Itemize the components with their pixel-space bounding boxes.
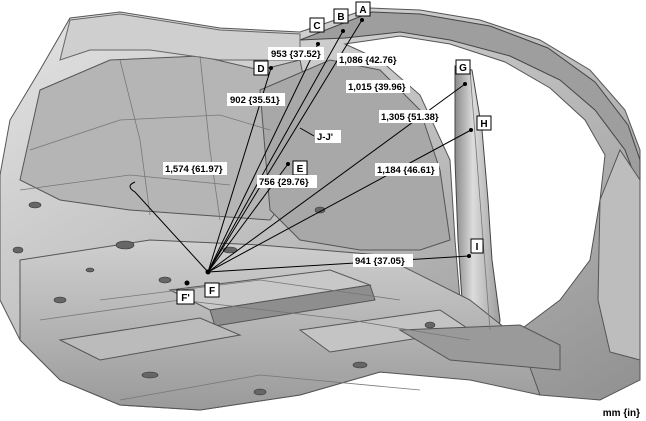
dim-FI-label: 941 {37.05} [355,256,405,267]
line-F-C [207,43,319,273]
label-D: D [253,60,269,76]
line-F-B [207,30,344,273]
label-F-text: F [209,286,215,297]
label-F-prime-text: F' [181,293,190,304]
label-H: H [476,115,492,131]
dim-FC-label: 953 {37.52} [271,49,321,60]
point-F-prime-marker [184,280,190,286]
body-holes [12,201,436,396]
dash-panel [259,59,451,251]
section-leader [299,127,315,137]
point-F-marker [205,269,211,275]
dim-FD-label: 902 {35.51} [230,95,280,106]
dim-FJ-label: 1,574 {61.97} [165,164,223,175]
label-C-text: C [313,21,320,32]
dimension-labels: 953 {37.52} 1,086 {42.76} 1,015 {39.96} … [163,47,443,267]
point-markers [184,18,473,286]
dimension-lines [129,19,472,273]
label-D-text: D [257,64,264,75]
point-labels: A B C D E F F' G [176,1,492,305]
label-G-text: G [459,63,467,74]
label-G: G [455,59,471,75]
panel-lines [19,55,491,401]
label-H-text: H [480,119,487,130]
point-G-marker [463,82,467,86]
label-I: I [470,238,484,254]
dim-FH-label: 1,184 {46.61} [377,165,435,176]
dim-FA-label: 1,015 {39.96} [348,82,406,93]
dim-FE-label: 756 {29.76} [259,177,309,188]
label-B: B [333,8,349,24]
point-C-marker [316,42,320,46]
label-B-text: B [337,12,344,23]
section-J-label: J-J' [317,132,333,143]
label-E-text: E [297,164,304,175]
label-C: C [309,17,325,33]
cross-member-2 [209,284,376,327]
line-F-H [207,129,472,273]
point-B-marker [341,29,345,33]
label-A-text: A [359,5,366,16]
label-F-prime: F' [176,289,195,305]
dim-FG-label: 1,305 {51.38} [381,112,439,123]
point-D-marker [269,66,273,70]
unit-note: mm {in} [603,408,640,419]
vehicle-body [0,7,641,411]
label-F: F [204,282,220,298]
line-F-J [129,181,209,273]
side-sill [398,324,561,371]
door-frame [597,148,641,361]
line-F-I [207,255,470,273]
floor-pan [19,239,541,411]
point-H-marker [469,128,473,132]
dim-FB-label: 1,086 {42.76} [339,55,397,66]
line-F-A [207,19,363,273]
label-E: E [292,160,308,176]
upper-panel [59,13,301,61]
label-A: A [355,1,371,17]
point-E-marker [286,162,290,166]
label-I-text: I [476,242,479,253]
point-A-marker [360,18,364,22]
cross-member-3 [58,317,242,361]
point-I-marker [467,254,471,258]
